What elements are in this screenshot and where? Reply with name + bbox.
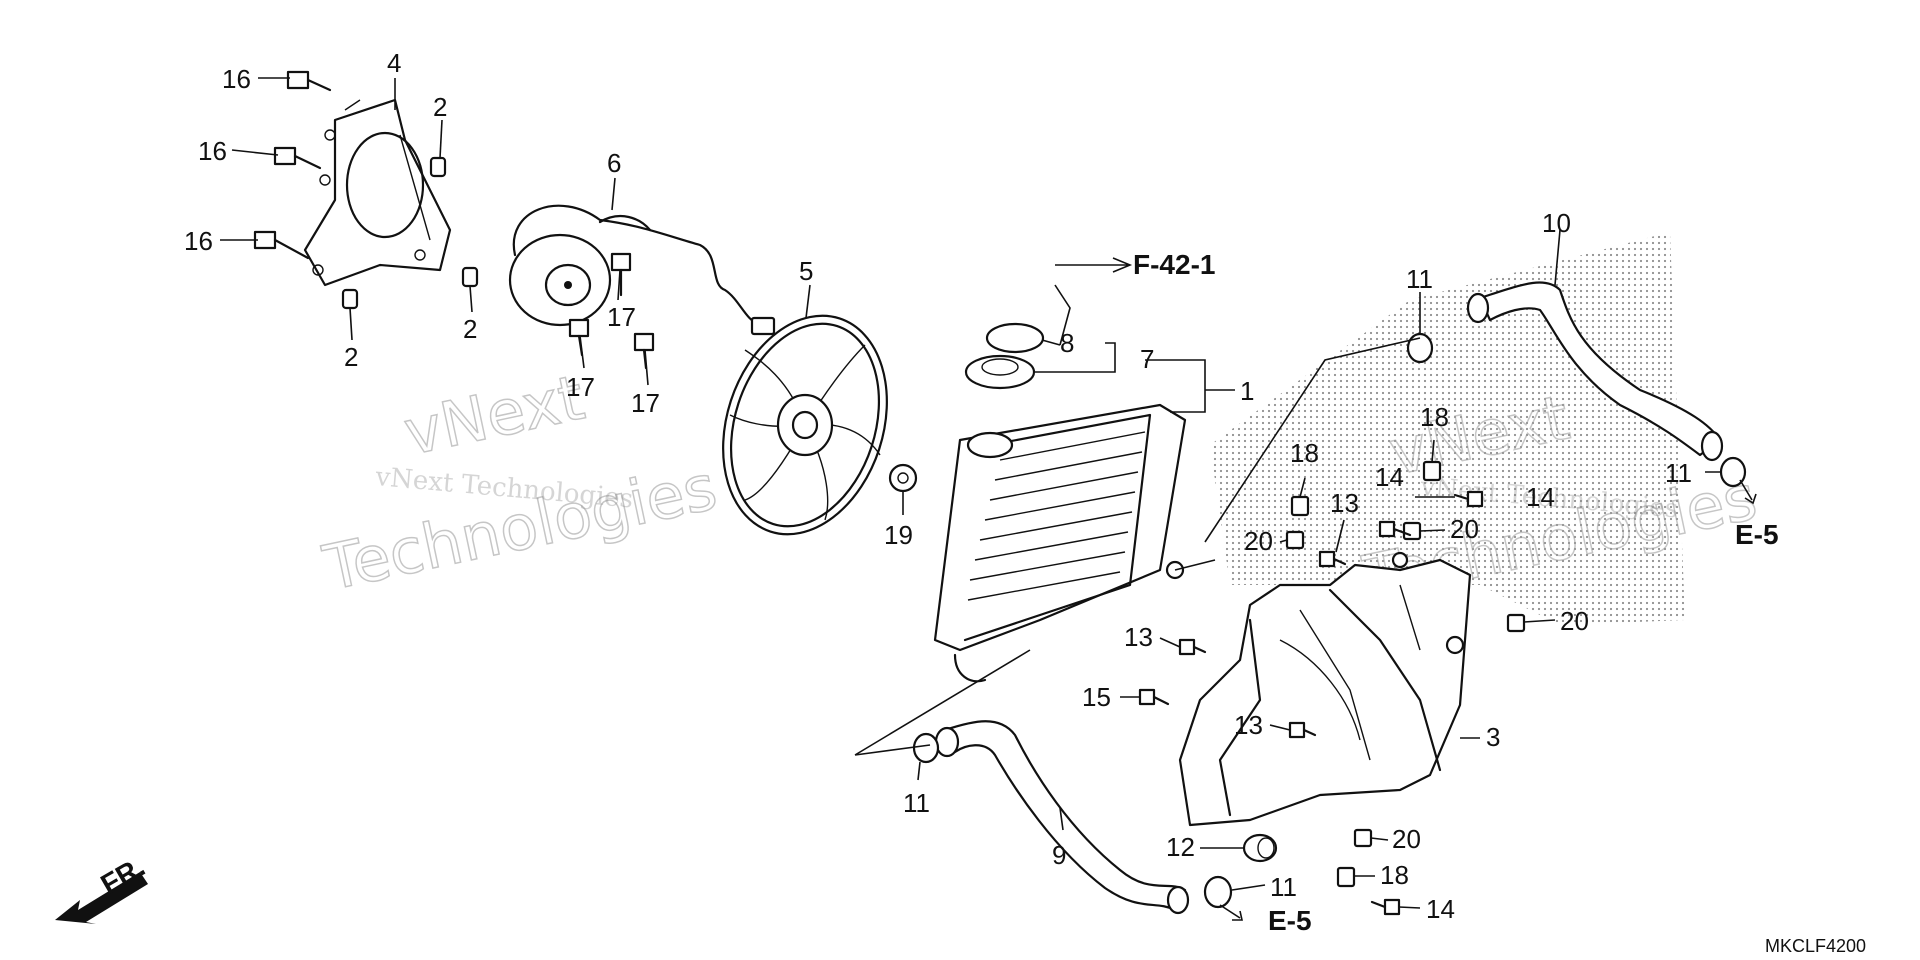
clip-20-c [1506, 613, 1526, 633]
callout-2-b: 2 [344, 342, 358, 372]
part-5-cooling-fan [722, 314, 888, 536]
callout-14-c: 14 [1426, 894, 1455, 924]
clip-20-d [1353, 828, 1373, 848]
callout-7: 7 [1140, 344, 1154, 374]
callout-6: 6 [607, 148, 621, 178]
bolt-14-b [1453, 490, 1484, 508]
callout-13-c: 13 [1234, 710, 1263, 740]
bolt-16-b [273, 146, 322, 170]
nut-19 [888, 463, 918, 493]
bolt-14-c [1370, 898, 1401, 916]
callout-20-d: 20 [1392, 824, 1421, 854]
part-6-fan-motor [508, 204, 776, 336]
part-10-upper-hose [1466, 281, 1724, 462]
bolt-13-b [1178, 638, 1207, 656]
reference-f-42-1: F-42-1 [1133, 249, 1215, 280]
reference-e-5-right: E-5 [1735, 519, 1779, 550]
callout-20-a: 20 [1244, 526, 1273, 556]
callout-9: 9 [1052, 840, 1066, 870]
callout-18-c: 18 [1380, 860, 1409, 890]
callout-11-a: 11 [1406, 264, 1433, 294]
bolt-13-a [1318, 550, 1347, 568]
clip-18-b [1422, 460, 1442, 482]
callout-13-a: 13 [1330, 488, 1359, 518]
callout-18-a: 18 [1290, 438, 1319, 468]
bolt-16-a [286, 70, 332, 92]
callout-11-d: 11 [1270, 872, 1297, 902]
bolt-17-a [610, 252, 632, 297]
clip-18-c [1336, 866, 1356, 888]
part-4-fan-bracket [303, 98, 452, 287]
part-8-gasket [985, 322, 1045, 354]
grommet-12 [1242, 833, 1278, 863]
callout-8: 8 [1060, 328, 1074, 358]
callout-1: 1 [1240, 376, 1254, 406]
callout-14-b: 14 [1526, 482, 1555, 512]
clip-20-b [1402, 521, 1422, 541]
bolt-16-c [253, 230, 310, 260]
clamp-11-d [1203, 875, 1233, 909]
callout-20-c: 20 [1560, 606, 1589, 636]
front-direction-arrow-icon [55, 872, 148, 924]
reference-e-5-bottom: E-5 [1268, 905, 1312, 936]
callout-2-c: 2 [463, 314, 477, 344]
diagram-code: MKCLF4200 [1765, 936, 1866, 956]
callout-5: 5 [799, 256, 813, 286]
callout-11-c: 11 [903, 788, 930, 818]
callout-4: 4 [387, 48, 401, 78]
callout-17-a: 17 [607, 302, 636, 332]
grommet-2-a [429, 156, 447, 178]
callout-15: 15 [1082, 682, 1111, 712]
clip-20-a [1285, 530, 1305, 550]
callout-16-c: 16 [184, 226, 213, 256]
grommet-2-b [341, 288, 359, 310]
bolt-13-c [1288, 721, 1317, 739]
bolt-15 [1138, 688, 1170, 706]
bolt-17-c [633, 332, 655, 370]
callout-17-c: 17 [631, 388, 660, 418]
callout-18-b: 18 [1420, 402, 1449, 432]
callout-2-a: 2 [433, 92, 447, 122]
clip-18-a [1290, 495, 1310, 517]
front-marker-label: FR. [96, 851, 151, 900]
watermark-word-a: vNext [398, 361, 590, 470]
bolt-14-a [1378, 520, 1412, 538]
callout-3: 3 [1486, 722, 1500, 752]
callout-12: 12 [1166, 832, 1195, 862]
callout-10: 10 [1542, 208, 1571, 238]
callout-16-b: 16 [198, 136, 227, 166]
clamp-11-c [912, 732, 940, 764]
callout-11-b: 11 [1665, 458, 1692, 488]
grommet-2-c [461, 266, 479, 288]
callout-14-a: 14 [1375, 462, 1404, 492]
leader-lines [220, 77, 1757, 921]
bolt-17-b [568, 318, 590, 357]
callout-16-a: 16 [222, 64, 251, 94]
part-7-radiator-cap [964, 354, 1036, 390]
callout-20-b: 20 [1450, 514, 1479, 544]
part-3-radiator-shroud [1178, 551, 1472, 827]
callout-17-b: 17 [566, 372, 595, 402]
callout-13-b: 13 [1124, 622, 1153, 652]
callout-19: 19 [884, 520, 913, 550]
callouts: 16 16 16 4 2 2 2 6 17 17 17 5 19 8 7 1 1… [184, 48, 1692, 924]
part-1-radiator [933, 403, 1187, 683]
